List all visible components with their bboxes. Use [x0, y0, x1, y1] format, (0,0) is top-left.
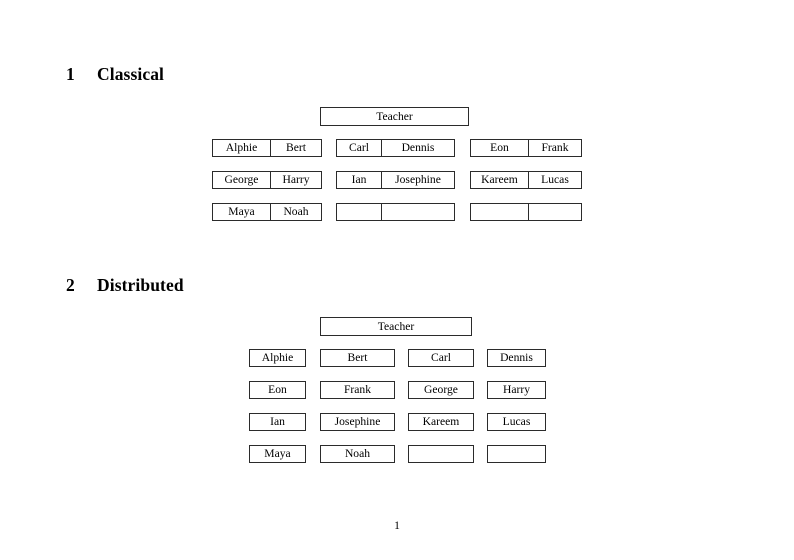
name-cell[interactable]: Frank [528, 139, 582, 157]
name-cell[interactable]: Dennis [487, 349, 546, 367]
empty-cell[interactable] [336, 203, 382, 221]
name-cell[interactable]: George [408, 381, 474, 399]
name-cell[interactable]: Frank [320, 381, 395, 399]
distributed-teacher-box: Teacher [320, 317, 472, 336]
classical-group-left-row-3: Maya Noah [212, 203, 322, 221]
table-row: Ian [249, 413, 306, 431]
table-row: Josephine [320, 413, 395, 431]
name-cell[interactable]: Lucas [528, 171, 582, 189]
name-cell[interactable]: Noah [270, 203, 322, 221]
distributed-cell-r1c4: Dennis [487, 349, 546, 367]
section-number: 2 [66, 275, 75, 295]
table-row: Teacher [320, 317, 472, 336]
table-row: Alphie [249, 349, 306, 367]
classical-group-middle-row-2: Ian Josephine [336, 171, 455, 189]
section-title: Classical [97, 64, 165, 84]
distributed-cell-r3c3: Kareem [408, 413, 474, 431]
empty-cell[interactable] [381, 203, 455, 221]
empty-cell[interactable] [528, 203, 582, 221]
table-row: Carl Dennis [336, 139, 455, 157]
section-number: 1 [66, 64, 75, 84]
distributed-cell-r1c2: Bert [320, 349, 395, 367]
distributed-cell-r3c4: Lucas [487, 413, 546, 431]
name-cell[interactable]: Josephine [320, 413, 395, 431]
table-row: Eon [249, 381, 306, 399]
name-cell[interactable]: Eon [470, 139, 529, 157]
table-row: Kareem [408, 413, 474, 431]
name-cell[interactable]: Carl [408, 349, 474, 367]
distributed-cell-r2c1: Eon [249, 381, 306, 399]
name-cell[interactable]: Alphie [212, 139, 271, 157]
name-cell[interactable]: Alphie [249, 349, 306, 367]
classical-group-left-row-2: George Harry [212, 171, 322, 189]
classical-group-right-row-2: Kareem Lucas [470, 171, 582, 189]
name-cell[interactable]: Kareem [408, 413, 474, 431]
name-cell[interactable]: Carl [336, 139, 382, 157]
empty-cell[interactable] [470, 203, 529, 221]
name-cell[interactable]: Dennis [381, 139, 455, 157]
classical-group-middle-row-1: Carl Dennis [336, 139, 455, 157]
classical-group-middle-row-3 [336, 203, 455, 221]
table-row: Noah [320, 445, 395, 463]
distributed-cell-r2c2: Frank [320, 381, 395, 399]
section-heading-classical: 1 Classical [66, 64, 164, 85]
classical-teacher-box: Teacher [320, 107, 469, 126]
section-title: Distributed [97, 275, 184, 295]
table-row: Bert [320, 349, 395, 367]
table-row: Maya Noah [212, 203, 322, 221]
classical-group-right-row-3 [470, 203, 582, 221]
table-row: Harry [487, 381, 546, 399]
name-cell[interactable]: Kareem [470, 171, 529, 189]
teacher-cell[interactable]: Teacher [320, 317, 472, 336]
name-cell[interactable]: Bert [320, 349, 395, 367]
name-cell[interactable]: Noah [320, 445, 395, 463]
table-row: Carl [408, 349, 474, 367]
table-row: George Harry [212, 171, 322, 189]
table-row: George [408, 381, 474, 399]
distributed-cell-r4c2: Noah [320, 445, 395, 463]
empty-cell[interactable] [408, 445, 474, 463]
name-cell[interactable]: Lucas [487, 413, 546, 431]
name-cell[interactable]: Harry [487, 381, 546, 399]
table-row: Kareem Lucas [470, 171, 582, 189]
name-cell[interactable]: Josephine [381, 171, 455, 189]
name-cell[interactable]: Ian [249, 413, 306, 431]
table-row [487, 445, 546, 463]
table-row: Maya [249, 445, 306, 463]
name-cell[interactable]: Bert [270, 139, 322, 157]
name-cell[interactable]: Ian [336, 171, 382, 189]
teacher-cell[interactable]: Teacher [320, 107, 469, 126]
distributed-cell-r4c3 [408, 445, 474, 463]
table-row: Alphie Bert [212, 139, 322, 157]
distributed-cell-r4c1: Maya [249, 445, 306, 463]
name-cell[interactable]: Maya [249, 445, 306, 463]
distributed-cell-r1c3: Carl [408, 349, 474, 367]
name-cell[interactable]: Eon [249, 381, 306, 399]
distributed-cell-r4c4 [487, 445, 546, 463]
distributed-cell-r2c3: George [408, 381, 474, 399]
name-cell[interactable]: George [212, 171, 271, 189]
distributed-cell-r2c4: Harry [487, 381, 546, 399]
name-cell[interactable]: Harry [270, 171, 322, 189]
table-row: Teacher [320, 107, 469, 126]
empty-cell[interactable] [487, 445, 546, 463]
distributed-cell-r3c1: Ian [249, 413, 306, 431]
classical-group-left-row-1: Alphie Bert [212, 139, 322, 157]
distributed-cell-r1c1: Alphie [249, 349, 306, 367]
classical-group-right-row-1: Eon Frank [470, 139, 582, 157]
table-row: Lucas [487, 413, 546, 431]
distributed-cell-r3c2: Josephine [320, 413, 395, 431]
table-row: Eon Frank [470, 139, 582, 157]
section-heading-distributed: 2 Distributed [66, 275, 184, 296]
table-row: Ian Josephine [336, 171, 455, 189]
name-cell[interactable]: Maya [212, 203, 271, 221]
table-row: Dennis [487, 349, 546, 367]
page-number: 1 [394, 519, 400, 532]
table-row [408, 445, 474, 463]
table-row: Frank [320, 381, 395, 399]
table-row [470, 203, 582, 221]
table-row [336, 203, 455, 221]
